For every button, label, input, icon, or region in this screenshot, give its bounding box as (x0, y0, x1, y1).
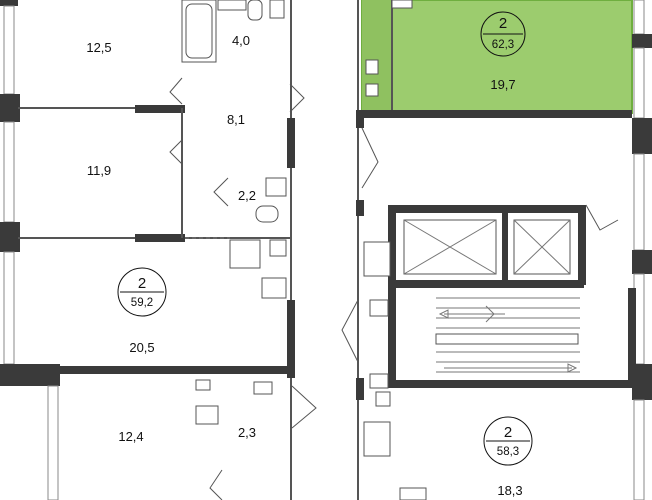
left-facade (0, 0, 60, 500)
room-area-12-5: 12,5 (86, 40, 111, 55)
room-area-8-1: 8,1 (227, 112, 245, 127)
apartment-rooms-label: 2 (138, 275, 146, 292)
apartment-area-label: 62,3 (492, 39, 514, 51)
interior-walls (18, 0, 636, 500)
doors (169, 77, 619, 500)
bathroom-fixtures (181, 0, 427, 500)
room-labels: 12,5 4,0 8,1 11,9 2,2 20,5 19,7 2,3 12,4… (86, 33, 522, 498)
apartment-62-3-highlight[interactable] (361, 0, 633, 114)
room-area-4-0: 4,0 (232, 33, 250, 48)
apartment-area-label: 59,2 (131, 297, 153, 309)
apartment-badge-58-3[interactable]: 2 58,3 (483, 416, 533, 466)
elevator-shafts (403, 219, 571, 275)
room-area-19-7: 19,7 (490, 77, 515, 92)
apartment-rooms-label: 2 (499, 15, 507, 32)
apartment-rooms-label: 2 (504, 424, 512, 441)
room-area-2-2: 2,2 (238, 188, 256, 203)
room-area-12-4: 12,4 (118, 429, 143, 444)
room-area-11-9: 11,9 (87, 163, 111, 178)
room-area-20-5: 20,5 (129, 340, 154, 355)
staircase (435, 297, 580, 373)
apartment-badge-59-2[interactable]: 2 59,2 (117, 267, 167, 317)
apartment-area-label: 58,3 (497, 446, 519, 458)
room-area-18-3: 18,3 (497, 483, 522, 498)
room-area-2-3: 2,3 (238, 425, 256, 440)
right-facade (632, 0, 652, 500)
apartment-badge-62-3[interactable]: 2 62,3 (480, 11, 526, 57)
